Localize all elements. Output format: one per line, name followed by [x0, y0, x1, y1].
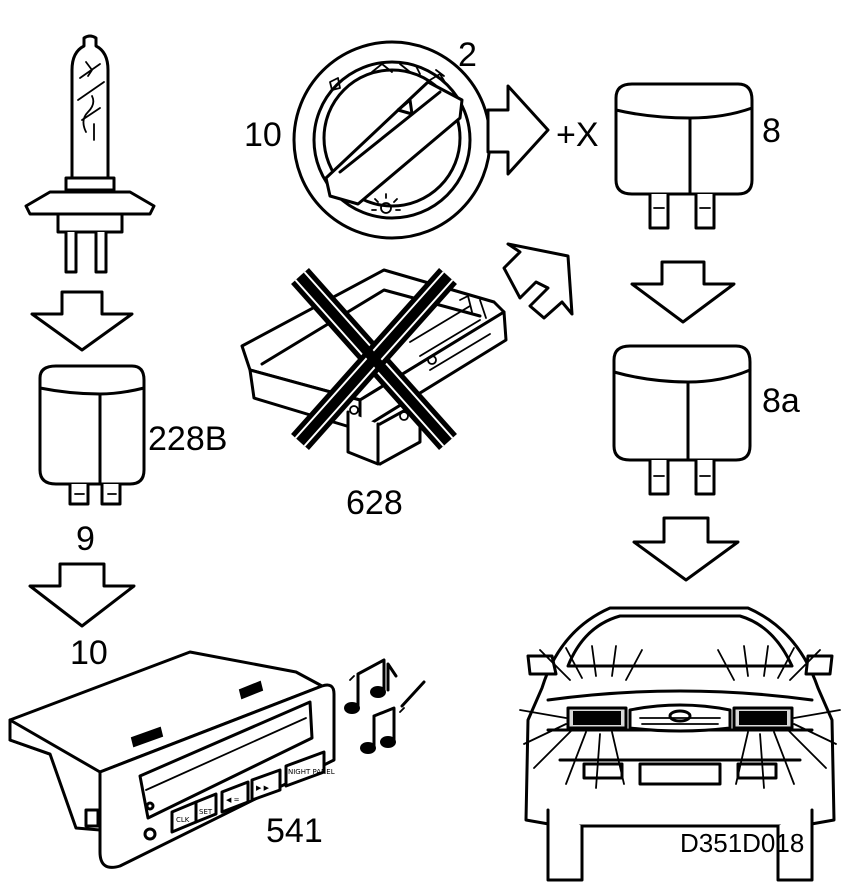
control-module-label: 628 [346, 484, 403, 522]
relay-228b-pin-label: 9 [76, 520, 95, 558]
display-button-up: ▶ ▶ [256, 784, 270, 792]
relay-228b [38, 364, 146, 506]
removed-cross-icon [291, 268, 457, 450]
relay-8 [614, 82, 754, 230]
information-display-unit: CLK SET ◀ = ▶ ▶ NIGHT PANEL [8, 650, 336, 869]
arrow-module-to-relay [502, 242, 574, 320]
arrow-relay-to-aux-relay [630, 260, 736, 324]
supply-label: +X [556, 116, 599, 154]
switch-position-label-on: 2 [458, 36, 477, 74]
display-button-clk: CLK [176, 816, 190, 824]
relay-8-label: 8 [762, 112, 781, 150]
arrow-relay-to-display [28, 562, 136, 628]
arrow-relay-to-car [632, 516, 740, 582]
music-note-icon [344, 658, 426, 754]
light-switch [292, 40, 492, 240]
relay-8a [612, 344, 752, 496]
display-pin-label: 10 [70, 634, 108, 672]
halogen-bulb [24, 34, 156, 274]
arrow-switch-to-relay [486, 84, 550, 176]
display-label: 541 [266, 812, 323, 850]
arrow-bulb-to-relay [30, 290, 134, 352]
display-button-night-panel: NIGHT PANEL [288, 768, 335, 776]
display-button-set: SET [199, 808, 213, 816]
car-front-view [519, 606, 841, 882]
switch-position-label-off: 10 [244, 116, 282, 154]
relay-8a-label: 8a [762, 382, 800, 420]
drawing-code-label: D351D018 [680, 828, 804, 858]
display-button-down: ◀ = [226, 796, 240, 804]
relay-228b-label: 228B [148, 420, 227, 458]
